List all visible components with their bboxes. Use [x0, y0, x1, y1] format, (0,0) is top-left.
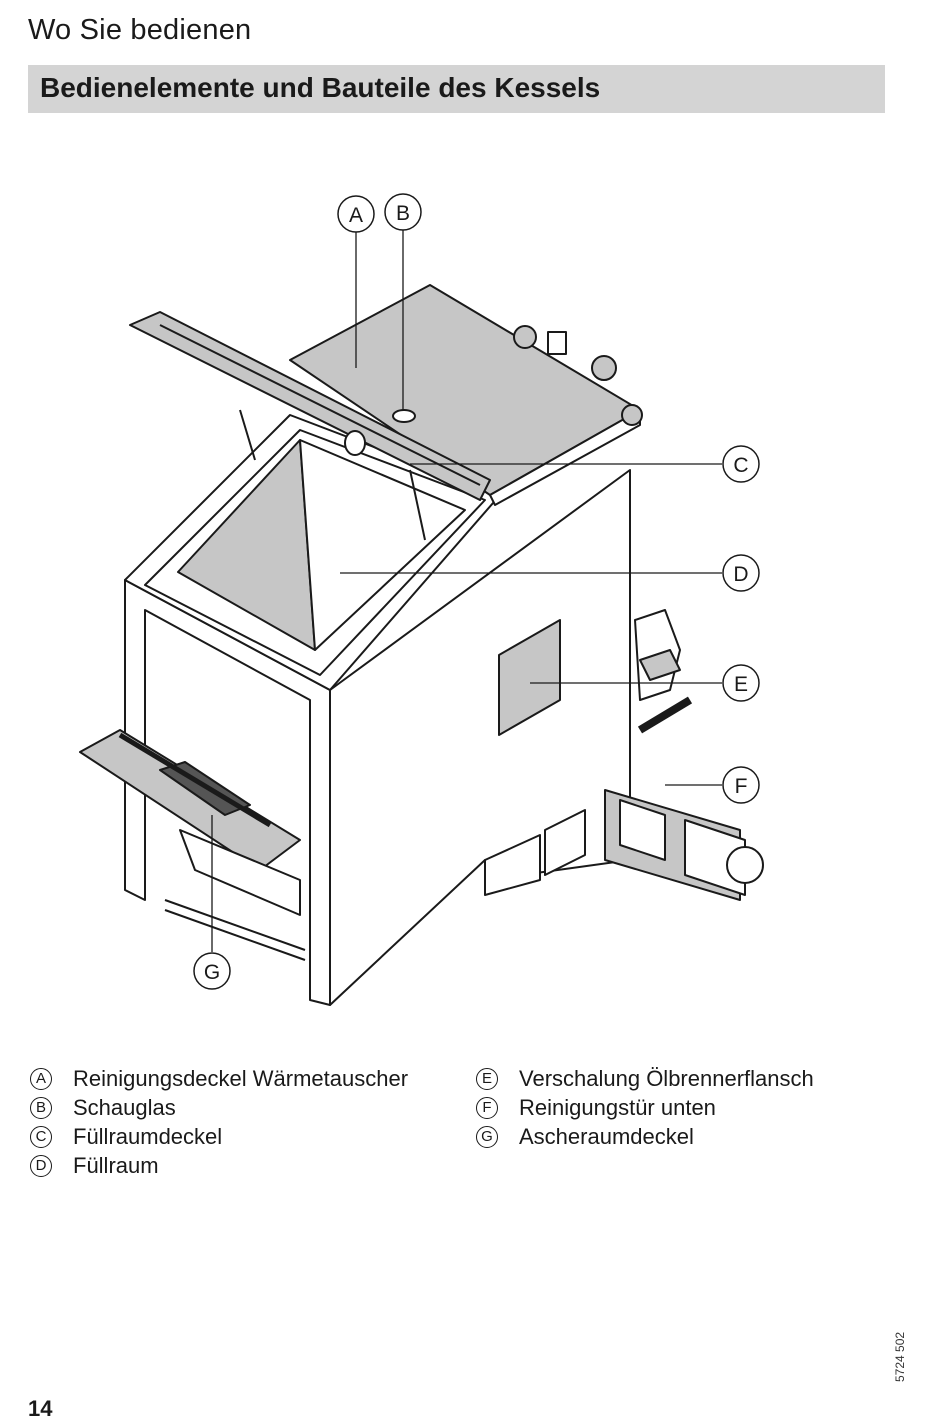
- document-number: 5724 502: [893, 1331, 907, 1382]
- callout-a-circle: [337, 195, 375, 233]
- ash-chamber-cover: [79, 729, 301, 871]
- page-number: 14: [28, 1396, 53, 1421]
- legend-letter: G: [476, 1125, 498, 1148]
- legend-text: Schauglas: [73, 1094, 176, 1120]
- callout-d: D: [733, 563, 748, 586]
- legend-item: F Reinigungstür unten: [476, 1093, 814, 1122]
- legend-text: Reinigungsdeckel Wärmetauscher: [73, 1065, 409, 1091]
- legend-column-2: E Verschalung Ölbrennerflansch F Reinigu…: [476, 1064, 814, 1151]
- boiler-illustration: A B C D E F G: [79, 193, 764, 1006]
- legend-item: E Verschalung Ölbrennerflansch: [476, 1064, 814, 1093]
- legend-item: D Füllraum: [30, 1151, 408, 1180]
- callout-d-circle: [722, 554, 760, 592]
- legend-letter: D: [30, 1154, 52, 1177]
- callout-e-circle: [722, 664, 760, 702]
- callout-g-circle: [193, 952, 231, 990]
- sight-glass: [392, 409, 416, 423]
- legend-column-1: A Reinigungsdeckel Wärmetauscher B Schau…: [30, 1064, 408, 1180]
- legend-letter: B: [30, 1096, 52, 1119]
- legend-text: Füllraumdeckel: [73, 1123, 223, 1149]
- page-section-title: Wo Sie bedienen: [28, 14, 252, 46]
- legend-item: B Schauglas: [30, 1093, 408, 1122]
- callout-f-circle: [722, 766, 760, 804]
- section-heading-band: Bedienelemente und Bauteile des Kessels: [28, 65, 885, 113]
- legend-letter: A: [30, 1067, 52, 1090]
- callout-f: F: [735, 775, 748, 798]
- legend-letter: E: [476, 1067, 498, 1090]
- legend-text: Verschalung Ölbrennerflansch: [519, 1065, 814, 1091]
- callout-e: E: [734, 673, 748, 696]
- callout-c-circle: [722, 445, 760, 483]
- oil-burner-flange-cover: [498, 619, 561, 736]
- section-heading: Bedienelemente und Bauteile des Kessels: [40, 72, 601, 103]
- callout-c: C: [733, 454, 748, 477]
- legend-item: A Reinigungsdeckel Wärmetauscher: [30, 1064, 408, 1093]
- boiler-front-panel: [124, 579, 331, 1006]
- callout-g: G: [204, 961, 220, 984]
- legend-letter: C: [30, 1125, 52, 1148]
- legend-text: Ascheraumdeckel: [519, 1123, 694, 1149]
- callout-b: B: [396, 202, 410, 225]
- legend-text: Füllraum: [73, 1152, 159, 1178]
- legend-text: Reinigungstür unten: [519, 1094, 716, 1120]
- legend-item: G Ascheraumdeckel: [476, 1122, 814, 1151]
- callout-b-circle: [384, 193, 422, 231]
- callout-a: A: [349, 204, 363, 227]
- legend-letter: F: [476, 1096, 498, 1119]
- legend-item: C Füllraumdeckel: [30, 1122, 408, 1151]
